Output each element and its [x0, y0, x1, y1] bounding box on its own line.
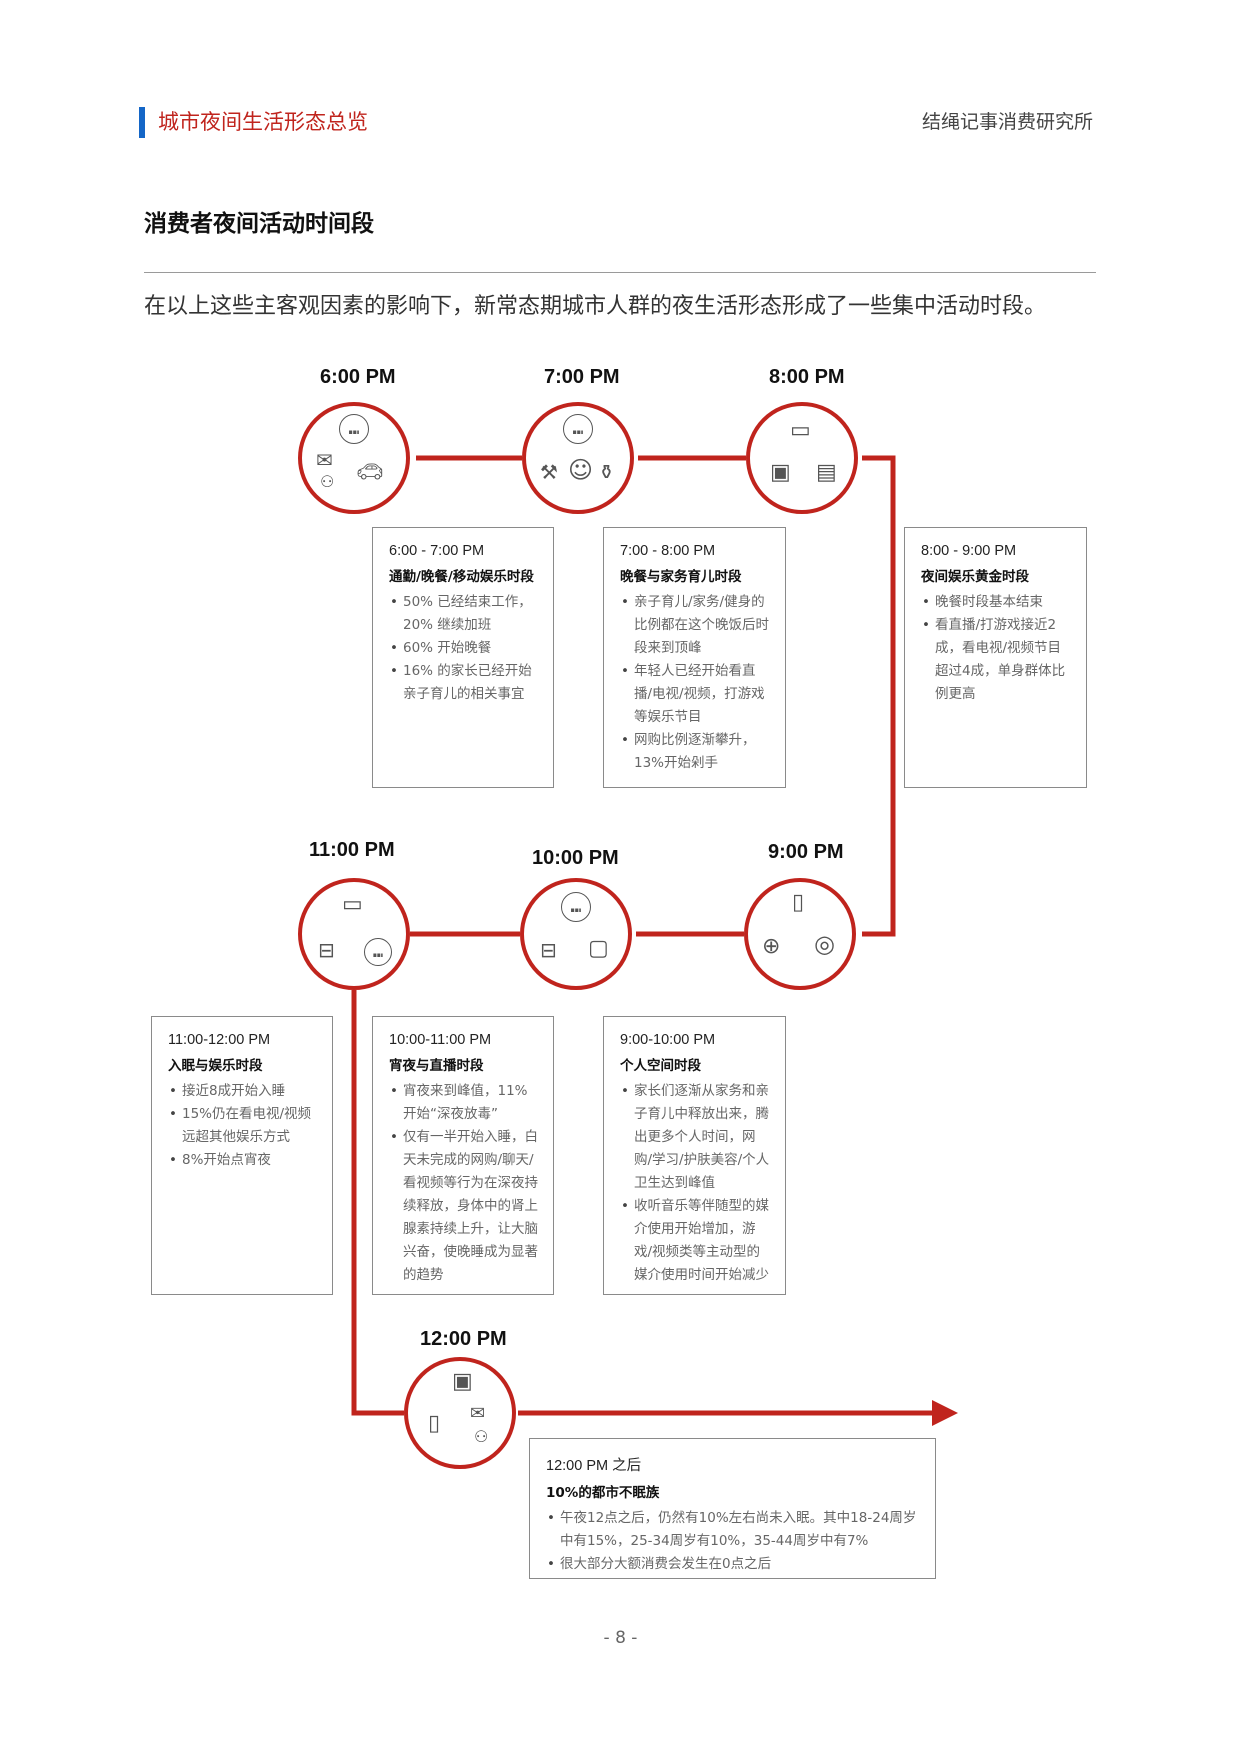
box-bullet: 收听音乐等伴随型的媒介使用开始增加，游戏/视频类等主动型的媒介使用时间开始减少 [620, 1195, 771, 1287]
time-label-7pm: 7:00 PM [544, 366, 620, 388]
box-bullet: 接近8成开始入睡 [168, 1080, 318, 1103]
box-bullet: 60% 开始晚餐 [389, 637, 539, 660]
box-bullet: 16% 的家长已经开始亲子育儿的相关事宜 [389, 660, 539, 706]
page-title: 消费者夜间活动时间段 [144, 211, 374, 237]
section-title: 城市夜间生活形态总览 [158, 110, 368, 134]
game-icon: ▣ [770, 460, 791, 485]
video-icon: ▭ [342, 892, 363, 917]
family-icon: ⚇ [474, 1427, 489, 1446]
box-subtitle: 晚餐与家务育儿时段 [620, 569, 742, 585]
info-box-8-9pm: 8:00 - 9:00 PM 夜间娱乐黄金时段 晚餐时段基本结束 看直播/打游戏… [904, 527, 1087, 788]
time-label-9pm: 9:00 PM [768, 841, 844, 863]
node-10pm: ⑉ ⊟ ▢ [520, 878, 632, 990]
chat-icon: ▢ [588, 936, 609, 961]
shopping-icon: ✉ [470, 1403, 486, 1424]
box-subtitle: 宵夜与直播时段 [389, 1058, 484, 1074]
car-icon: 🚗︎ [356, 460, 384, 485]
box-time-range: 10:00-11:00 PM [389, 1032, 492, 1048]
dining-icon: ⑉ [561, 892, 591, 922]
node-6pm: ⑉ ✉ ⚇ 🚗︎ [298, 402, 410, 514]
time-label-10pm: 10:00 PM [532, 847, 619, 869]
info-box-9-10pm: 9:00-10:00 PM 个人空间时段 家长们逐渐从家务和亲子育儿中释放出来，… [603, 1016, 786, 1295]
box-bullet: 亲子育儿/家务/健身的比例都在这个晚饭后时段来到顶峰 [620, 591, 771, 660]
time-label-6pm: 6:00 PM [320, 366, 396, 388]
family-icon: ⚇ [320, 472, 335, 491]
info-box-6-7pm: 6:00 - 7:00 PM 通勤/晚餐/移动娱乐时段 50% 已经结束工作，2… [372, 527, 554, 788]
info-box-7-8pm: 7:00 - 8:00 PM 晚餐与家务育儿时段 亲子育儿/家务/健身的比例都在… [603, 527, 786, 788]
box-bullet: 50% 已经结束工作，20% 继续加班 [389, 591, 539, 637]
child-icon: ☺ [568, 456, 594, 484]
bed-icon: ⊟ [318, 938, 335, 962]
header-accent-bar [139, 107, 145, 138]
dining-icon: ⑉ [563, 414, 593, 444]
box-time-range: 8:00 - 9:00 PM [921, 543, 1017, 559]
gamepad-icon: ⊕ [762, 934, 781, 959]
organization-name: 结绳记事消费研究所 [921, 111, 1093, 133]
book-icon: ▤ [816, 460, 837, 485]
mobile-shopping-icon: ▯ [792, 890, 805, 915]
box-bullet: 午夜12点之后，仍然有10%左右尚未入眠。其中18-24周岁中有15%，25-3… [546, 1507, 921, 1553]
fitness-icon: ⚒ [540, 460, 558, 484]
game-icon: ▣ [452, 1369, 473, 1394]
box-bullet: 看直播/打游戏接近2成，看电视/视频节目超过4成，单身群体比例更高 [921, 614, 1072, 706]
time-label-11pm: 11:00 PM [309, 839, 395, 861]
box-bullet: 仅有一半开始入睡，白天未完成的网购/聊天/看视频等行为在深夜持续释放，身体中的肾… [389, 1126, 539, 1287]
box-subtitle: 10%的都市不眠族 [546, 1485, 660, 1501]
box-bullet: 家长们逐渐从家务和亲子育儿中释放出来，腾出更多个人时间，网购/学习/护肤美容/个… [620, 1080, 771, 1195]
box-time-range: 11:00-12:00 PM [168, 1032, 271, 1048]
shopping-icon: ✉ [316, 448, 333, 472]
box-time-range: 12:00 PM 之后 [546, 1458, 642, 1474]
box-time-range: 7:00 - 8:00 PM [620, 543, 716, 559]
info-box-after-12pm: 12:00 PM 之后 10%的都市不眠族 午夜12点之后，仍然有10%左右尚未… [529, 1438, 936, 1579]
node-9pm: ▯ ⊕ ◎ [744, 878, 856, 990]
time-label-12pm: 12:00 PM [420, 1328, 507, 1350]
info-box-11-12pm: 11:00-12:00 PM 入眠与娱乐时段 接近8成开始入睡 15%仍在看电视… [151, 1016, 333, 1295]
intro-text: 在以上这些主客观因素的影响下，新常态期城市人群的夜生活形态形成了一些集中活动时段… [144, 294, 1047, 319]
box-bullet: 网购比例逐渐攀升，13%开始剁手 [620, 729, 771, 775]
box-time-range: 6:00 - 7:00 PM [389, 543, 485, 559]
box-time-range: 9:00-10:00 PM [620, 1032, 716, 1048]
box-bullet: 年轻人已经开始看直播/电视/视频，打游戏等娱乐节目 [620, 660, 771, 729]
info-box-10-11pm: 10:00-11:00 PM 宵夜与直播时段 宵夜来到峰值，11%开始“深夜放毒… [372, 1016, 554, 1295]
dining-icon: ⑉ [364, 938, 392, 966]
node-11pm: ▭ ⊟ ⑉ [298, 878, 410, 990]
mobile-shopping-icon: ▯ [428, 1411, 441, 1436]
box-subtitle: 夜间娱乐黄金时段 [921, 569, 1029, 585]
video-icon: ▭ [790, 418, 811, 443]
box-subtitle: 通勤/晚餐/移动娱乐时段 [389, 569, 534, 585]
vacuum-icon: ⚱ [598, 460, 615, 484]
bed-icon: ⊟ [540, 938, 557, 962]
box-bullet: 宵夜来到峰值，11%开始“深夜放毒” [389, 1080, 539, 1126]
box-bullet: 晚餐时段基本结束 [921, 591, 1072, 614]
dining-icon: ⑉ [339, 414, 369, 444]
node-7pm: ⑉ ⚒ ☺ ⚱ [522, 402, 634, 514]
box-bullet: 8%开始点宵夜 [168, 1149, 318, 1172]
time-label-8pm: 8:00 PM [769, 366, 845, 388]
node-8pm: ▭ ▣ ▤ [746, 402, 858, 514]
box-bullet: 很大部分大额消费会发生在0点之后 [546, 1553, 921, 1576]
box-subtitle: 入眠与娱乐时段 [168, 1058, 263, 1074]
box-bullet: 15%仍在看电视/视频远超其他娱乐方式 [168, 1103, 318, 1149]
box-subtitle: 个人空间时段 [620, 1058, 701, 1074]
node-12pm: ▣ ▯ ✉ ⚇ [404, 1357, 516, 1469]
page-number: - 8 - [603, 1628, 638, 1648]
divider [144, 272, 1096, 273]
beauty-icon: ◎ [814, 930, 835, 958]
